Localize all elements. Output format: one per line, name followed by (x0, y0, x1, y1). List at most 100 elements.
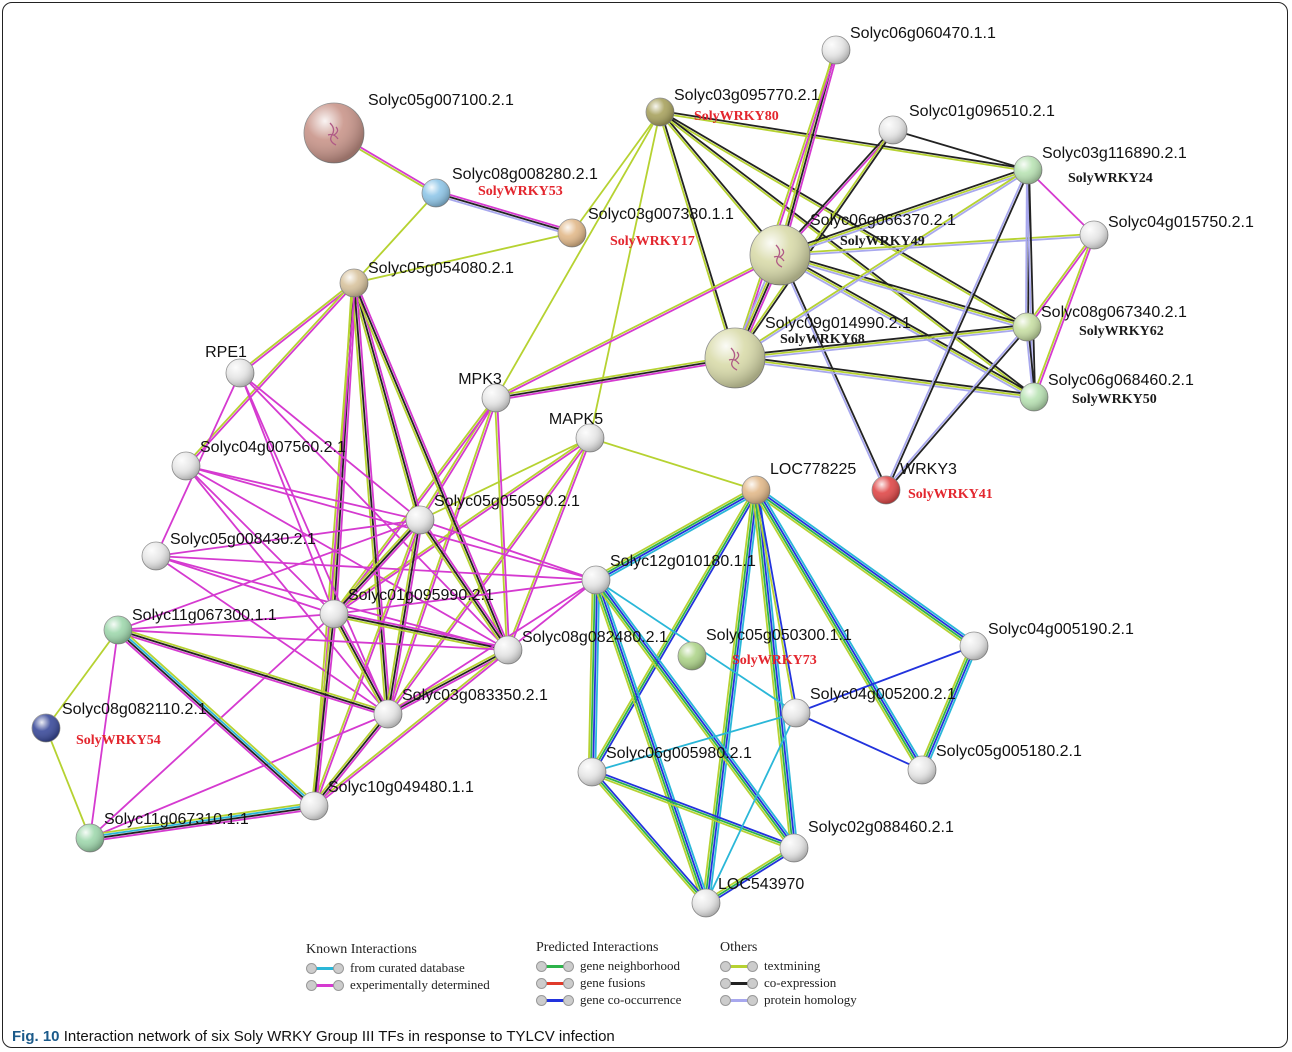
edge-strand-homology (780, 171, 1030, 258)
edge-strand-coexpression (778, 167, 1028, 254)
edge-strand-curated (118, 628, 316, 806)
edge-strand-coexpression (116, 630, 314, 808)
edge-strand-textmining (386, 436, 590, 714)
node-mpk3[interactable]: MPK3 (458, 371, 511, 413)
node-label: Solyc01g095990.2.1 (348, 587, 494, 604)
edge-strand-textmining (384, 519, 419, 714)
wrky-tag: SolyWRKY68 (780, 332, 865, 347)
edge-strand-neighborhood (594, 580, 794, 850)
node-shading (1080, 221, 1108, 249)
node-shading (104, 616, 132, 644)
node-solyc05g050590-2-1[interactable]: Solyc05g050590.2.1 (405, 493, 580, 535)
node-label: Solyc12g010180.1.1 (610, 553, 756, 570)
node-solyc05g005180-2-1[interactable]: Solyc05g005180.2.1 (907, 743, 1082, 785)
edge-strand-neighborhood (591, 771, 707, 904)
edge-strand-experimental (89, 629, 119, 839)
edge-strand-neighborhood (704, 489, 756, 903)
node-solyc02g088460-2-1[interactable]: Solyc02g088460.2.1 (779, 819, 954, 863)
edge-strand-textmining (734, 357, 1035, 398)
edge-strand-experimental (355, 282, 392, 714)
node-label: Solyc03g083350.2.1 (402, 687, 548, 704)
edge-n10-n20 (351, 282, 423, 521)
legend-swatch-icon (720, 960, 758, 972)
edge-n20-n22 (419, 519, 597, 581)
edge-strand-coexpression (886, 170, 1030, 491)
node-label: Solyc11g067300.1.1 (132, 607, 277, 624)
node-shading (340, 269, 368, 297)
edge-strand-textmining (119, 626, 317, 805)
node-solyc06g060470-1-1[interactable]: Solyc06g060470.1.1 (821, 25, 996, 65)
wrky-tag: SolyWRKY50 (1072, 392, 1157, 407)
protein-structure-icon (327, 122, 339, 146)
edge-strand-coexpression (333, 613, 389, 715)
node-mapk5[interactable]: MAPK5 (549, 411, 605, 453)
node-label: Solyc08g082480.2.1 (522, 629, 668, 646)
edge-strand-textmining (779, 254, 1035, 398)
legend-swatch-icon (720, 994, 758, 1006)
edge-strand-experimental (420, 398, 498, 522)
node-solyc01g095990-2-1[interactable]: Solyc01g095990.2.1 (319, 587, 494, 629)
edge-strand-cooccurrence (596, 579, 708, 903)
edge-n6-n7 (435, 190, 573, 236)
node-solyc03g083350-2-1[interactable]: Solyc03g083350.2.1 (373, 687, 548, 729)
edge-strand-textmining (752, 491, 920, 773)
node-loc543970[interactable]: LOC543970 (691, 876, 804, 918)
node-solyc11g067300-1-1[interactable]: Solyc11g067300.1.1 (103, 607, 277, 645)
node-solyc04g005190-2-1[interactable]: Solyc04g005190.2.1 (959, 621, 1134, 661)
wrky-tag: SolyWRKY80 (694, 109, 779, 124)
edge-n33-n24 (115, 626, 317, 810)
edge-strand-cooccurrence (756, 488, 924, 770)
node-solyc08g082480-2-1[interactable]: Solyc08g082480.2.1 (493, 629, 668, 665)
legend-label: textmining (764, 957, 821, 973)
node-solyc11g067310-1-1[interactable]: Solyc11g067310.1.1 (75, 811, 249, 853)
node-solyc06g005980-2-1[interactable]: Solyc06g005980.2.1 (577, 745, 752, 787)
node-solyc12g010180-1-1[interactable]: Solyc12g010180.1.1 (581, 553, 756, 595)
node-solyc05g007100-2-1[interactable]: Solyc05g007100.2.1 (303, 92, 514, 164)
edge-strand-experimental (185, 465, 421, 521)
node-loc778225[interactable]: LOC778225 (741, 461, 856, 505)
edge-strand-neighborhood (705, 847, 795, 904)
node-label: MAPK5 (549, 411, 603, 428)
edge-n35-n36 (704, 845, 796, 906)
edge-strand-textmining (312, 648, 508, 806)
edge-strand-neighborhood (754, 490, 922, 772)
edge-strand-textmining (590, 773, 794, 851)
edge-strand-cooccurrence (756, 488, 976, 646)
node-rpe1[interactable]: RPE1 (205, 344, 255, 388)
edge-strand-coexpression (780, 252, 1028, 326)
edge-n10-n13 (238, 281, 356, 375)
edge-strand-experimental (1034, 235, 1096, 398)
edge-strand-curated (757, 486, 977, 645)
node-shading (300, 792, 328, 820)
edge-strand-textmining (310, 613, 333, 806)
node-solyc05g008430-2-1[interactable]: Solyc05g008430.2.1 (141, 531, 316, 571)
legend-item-neighborhood: gene neighborhood (536, 957, 681, 974)
node-shading (705, 328, 765, 388)
node-shading (304, 103, 364, 163)
node-solyc04g005200-2-1[interactable]: Solyc04g005200.2.1 (781, 686, 956, 728)
legend-label: from curated database (350, 959, 465, 975)
node-solyc04g007560-2-1[interactable]: Solyc04g007560.2.1 (171, 439, 346, 481)
node-solyc10g049480-1-1[interactable]: Solyc10g049480.1.1 (299, 779, 474, 821)
node-solyc05g054080-2-1[interactable]: Solyc05g054080.2.1 (339, 260, 514, 298)
edge-n12-n15 (734, 354, 1035, 401)
edge-n23-n24 (117, 613, 335, 631)
edge-strand-textmining (1025, 233, 1094, 327)
node-solyc01g096510-2-1[interactable]: Solyc01g096510.2.1 (878, 103, 1055, 145)
node-shading (76, 824, 104, 852)
edge-strand-cooccurrence (795, 645, 975, 714)
node-label: Solyc03g007380.1.1 (588, 206, 734, 223)
edge-strand-experimental (1027, 235, 1096, 329)
node-solyc04g015750-2-1[interactable]: Solyc04g015750.2.1 (1079, 214, 1254, 250)
